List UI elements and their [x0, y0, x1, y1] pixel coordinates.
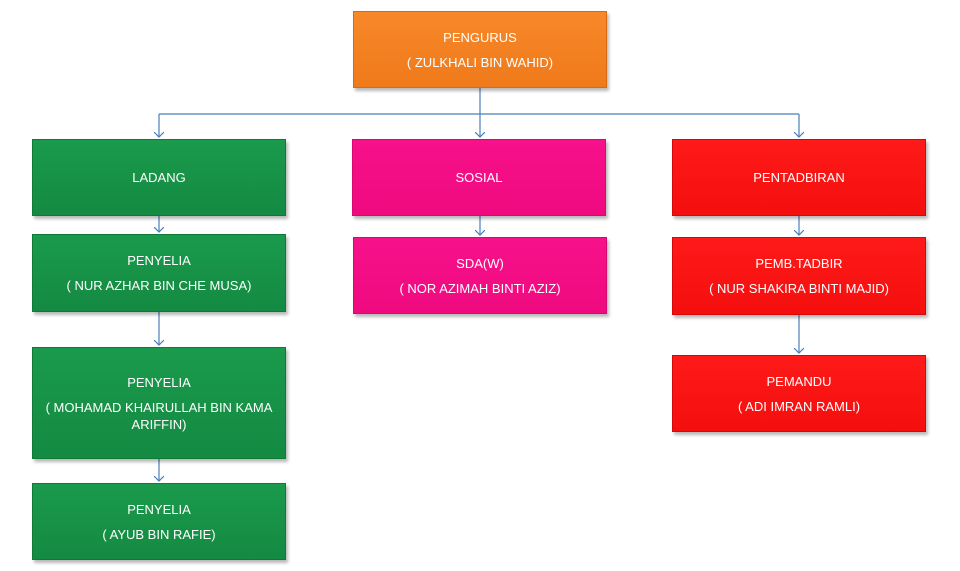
staff-node-pentadbiran-2: PEMANDU ( ADI IMRAN RAMLI)	[672, 355, 926, 432]
node-title: PENGURUS	[443, 29, 517, 45]
node-title: PENYELIA	[127, 501, 191, 517]
node-name: ( ZULKHALI BIN WAHID)	[406, 54, 554, 70]
node-title: PENYELIA	[127, 374, 191, 390]
node-name: ( AYUB BIN RAFIE)	[102, 526, 216, 542]
node-title: PENTADBIRAN	[753, 170, 845, 185]
root-node-pengurus: PENGURUS ( ZULKHALI BIN WAHID)	[353, 11, 607, 88]
node-name: ( NUR SHAKIRA BINTI MAJID)	[709, 281, 889, 296]
node-name: ( NUR AZHAR BIN CHE MUSA)	[66, 278, 252, 293]
staff-node-ladang-1: PENYELIA ( NUR AZHAR BIN CHE MUSA)	[32, 234, 286, 312]
node-name: ( MOHAMAD KHAIRULLAH BIN KAMA ARIFFIN)	[45, 399, 273, 432]
node-title: PEMANDU	[766, 373, 832, 389]
staff-node-ladang-2: PENYELIA ( MOHAMAD KHAIRULLAH BIN KAMA A…	[32, 347, 286, 459]
dept-node-ladang: LADANG	[32, 139, 286, 216]
staff-node-ladang-3: PENYELIA ( AYUB BIN RAFIE)	[32, 483, 286, 560]
node-title: LADANG	[132, 170, 186, 185]
node-title: SDA(W)	[456, 255, 504, 271]
node-title: PENYELIA	[127, 253, 191, 268]
node-title: PEMB.TADBIR	[755, 256, 843, 271]
dept-node-sosial: SOSIAL	[352, 139, 606, 216]
staff-node-sosial-1: SDA(W) ( NOR AZIMAH BINTI AZIZ)	[353, 237, 607, 314]
node-name: ( ADI IMRAN RAMLI)	[737, 398, 861, 414]
staff-node-pentadbiran-1: PEMB.TADBIR ( NUR SHAKIRA BINTI MAJID)	[672, 237, 926, 315]
node-title: SOSIAL	[455, 170, 503, 185]
node-name: ( NOR AZIMAH BINTI AZIZ)	[399, 280, 561, 296]
dept-node-pentadbiran: PENTADBIRAN	[672, 139, 926, 216]
